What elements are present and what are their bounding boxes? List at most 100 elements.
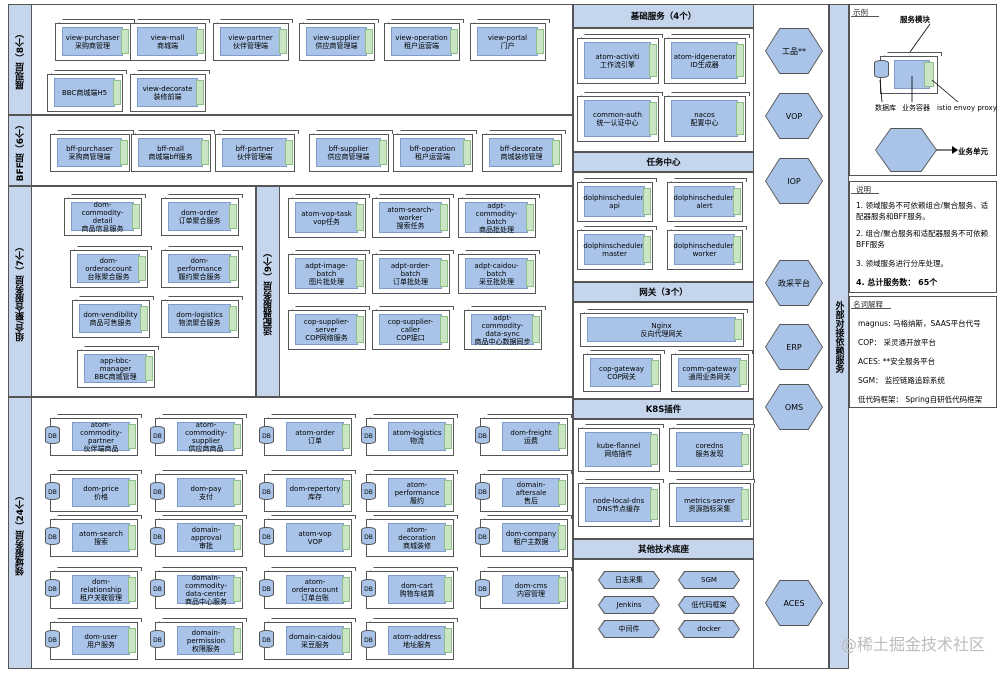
service-desc: 内容管理 <box>517 589 545 598</box>
presentation-layer-band: 展现层（8个） <box>8 4 32 115</box>
database-label: DB <box>262 489 271 496</box>
service-desc: VOP <box>307 537 323 546</box>
service-name: atom-search <box>79 529 123 538</box>
service-name: atom-performance <box>394 480 440 497</box>
database-icon: DB <box>259 579 274 597</box>
envoy-proxy <box>128 577 136 602</box>
service-module-core: dolphinscheduler-master <box>583 234 646 265</box>
service-name: dom-freight <box>510 428 552 437</box>
service-name: domain-approval <box>190 525 222 542</box>
service-module-dolphinscheduler-alert: dolphinscheduler-alert <box>667 178 747 222</box>
envoy-proxy <box>741 434 749 465</box>
task-center-header: 任务中心 <box>573 152 754 172</box>
legend-note-2: 2. 组合/聚合服务和适配器服务不可依赖BFF服务 <box>856 229 989 249</box>
legend-arrows <box>879 23 959 103</box>
database-icon: DB <box>150 482 165 500</box>
service-name: bff-mall <box>157 144 184 153</box>
database-icon: DB <box>475 579 490 597</box>
envoy-proxy <box>649 102 657 135</box>
envoy-proxy <box>379 140 387 165</box>
legend-glossary-frame <box>849 296 997 408</box>
envoy-proxy <box>233 424 241 449</box>
service-desc: 装修前端 <box>153 92 182 101</box>
service-name: atom-order <box>295 428 335 437</box>
service-name: atom-activiti <box>595 52 640 61</box>
service-name: cop-gateway <box>598 364 645 373</box>
envoy-proxy <box>444 525 452 550</box>
envoy-proxy <box>733 236 741 263</box>
service-desc: 服务发现 <box>695 449 724 458</box>
service-desc: 用户服务 <box>87 640 115 649</box>
service-name: metrics-server <box>684 496 735 505</box>
database-label: DB <box>153 534 162 541</box>
service-name: view-portal <box>487 33 528 42</box>
database-label: DB <box>478 489 487 496</box>
database-icon: DB <box>361 579 376 597</box>
service-desc: 物流聚合服务 <box>178 318 221 327</box>
legend-istio-proxy: istio envoy proxy <box>937 104 997 112</box>
service-desc: 商品信息服务 <box>81 224 124 233</box>
service-name: dom-order <box>181 208 218 217</box>
service-name: dom-company <box>505 529 557 538</box>
service-desc: 供应商管理端 <box>315 41 358 50</box>
service-desc: 统一认证中心 <box>596 118 639 127</box>
service-desc: 供应商商品 <box>188 444 224 453</box>
service-name: dom-orderaccount <box>85 256 132 273</box>
envoy-proxy <box>558 577 566 602</box>
service-desc: 商品中心服务 <box>185 597 227 606</box>
service-name: coredns <box>695 441 724 450</box>
service-desc: 运费 <box>524 436 538 445</box>
tech-item-3: 低代码框架 <box>679 597 739 613</box>
envoy-proxy <box>121 29 129 54</box>
envoy-proxy <box>440 204 448 231</box>
envoy-proxy <box>444 480 452 505</box>
envoy-proxy <box>342 424 350 449</box>
service-desc: 反向代理网关 <box>640 329 683 338</box>
service-desc: DNS节点缓存 <box>596 504 641 513</box>
service-desc: 权限服务 <box>192 644 220 653</box>
service-name: bff-partner <box>235 144 274 153</box>
service-name: cop-supplier-caller <box>387 317 434 334</box>
base-services-title: 基础服务（4个） <box>630 12 697 22</box>
service-module-dolphinscheduler-master: dolphinscheduler-master <box>577 226 657 270</box>
envoy-proxy <box>233 525 241 550</box>
database-label: DB <box>48 637 57 644</box>
service-name: atom-address <box>392 632 442 641</box>
service-name: bff-operation <box>409 144 456 153</box>
database-icon: DB <box>45 426 60 444</box>
service-name: atom-orderaccount <box>291 577 339 594</box>
service-desc: COP接口 <box>396 333 425 342</box>
service-desc: 租户主数据 <box>513 537 549 546</box>
service-name: dom-cms <box>514 581 548 590</box>
service-name: dom-logistics <box>176 310 223 319</box>
